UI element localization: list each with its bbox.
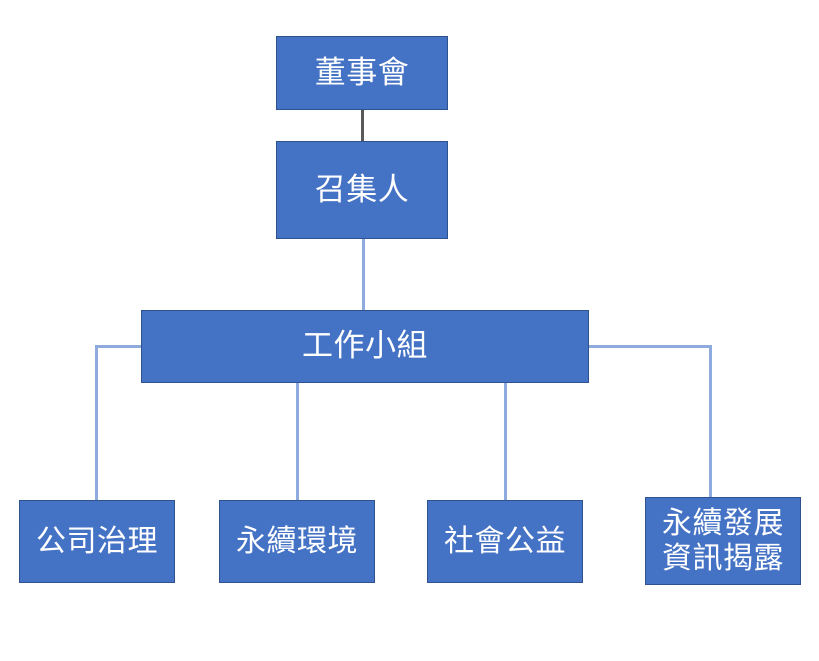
node-sustainable-environment[interactable]: 永續環境 bbox=[219, 500, 375, 583]
connector-workgroup-to-disclosure-vertical bbox=[709, 345, 712, 498]
node-sustainability-disclosure-label: 永續發展 資訊揭露 bbox=[662, 506, 784, 575]
node-corporate-governance[interactable]: 公司治理 bbox=[19, 500, 175, 583]
node-convener[interactable]: 召集人 bbox=[276, 141, 448, 239]
connector-workgroup-to-governance-vertical bbox=[95, 345, 98, 501]
connector-workgroup-to-governance-horizontal bbox=[95, 345, 142, 348]
node-board-of-directors-label: 董事會 bbox=[314, 54, 410, 90]
connector-workgroup-to-environment bbox=[296, 382, 299, 501]
node-social-welfare[interactable]: 社會公益 bbox=[427, 500, 583, 583]
connector-board-to-convener bbox=[361, 110, 364, 142]
node-convener-label: 召集人 bbox=[314, 171, 410, 207]
connector-workgroup-to-social bbox=[504, 382, 507, 501]
connector-workgroup-to-disclosure-horizontal bbox=[588, 345, 712, 348]
node-corporate-governance-label: 公司治理 bbox=[36, 524, 158, 558]
node-board-of-directors[interactable]: 董事會 bbox=[276, 36, 448, 110]
node-sustainability-disclosure[interactable]: 永續發展 資訊揭露 bbox=[645, 497, 801, 585]
node-social-welfare-label: 社會公益 bbox=[444, 524, 566, 558]
node-sustainable-environment-label: 永續環境 bbox=[236, 524, 358, 558]
node-working-group-label: 工作小組 bbox=[302, 328, 428, 364]
connector-convener-to-workgroup bbox=[362, 239, 365, 311]
node-working-group[interactable]: 工作小組 bbox=[141, 310, 589, 383]
